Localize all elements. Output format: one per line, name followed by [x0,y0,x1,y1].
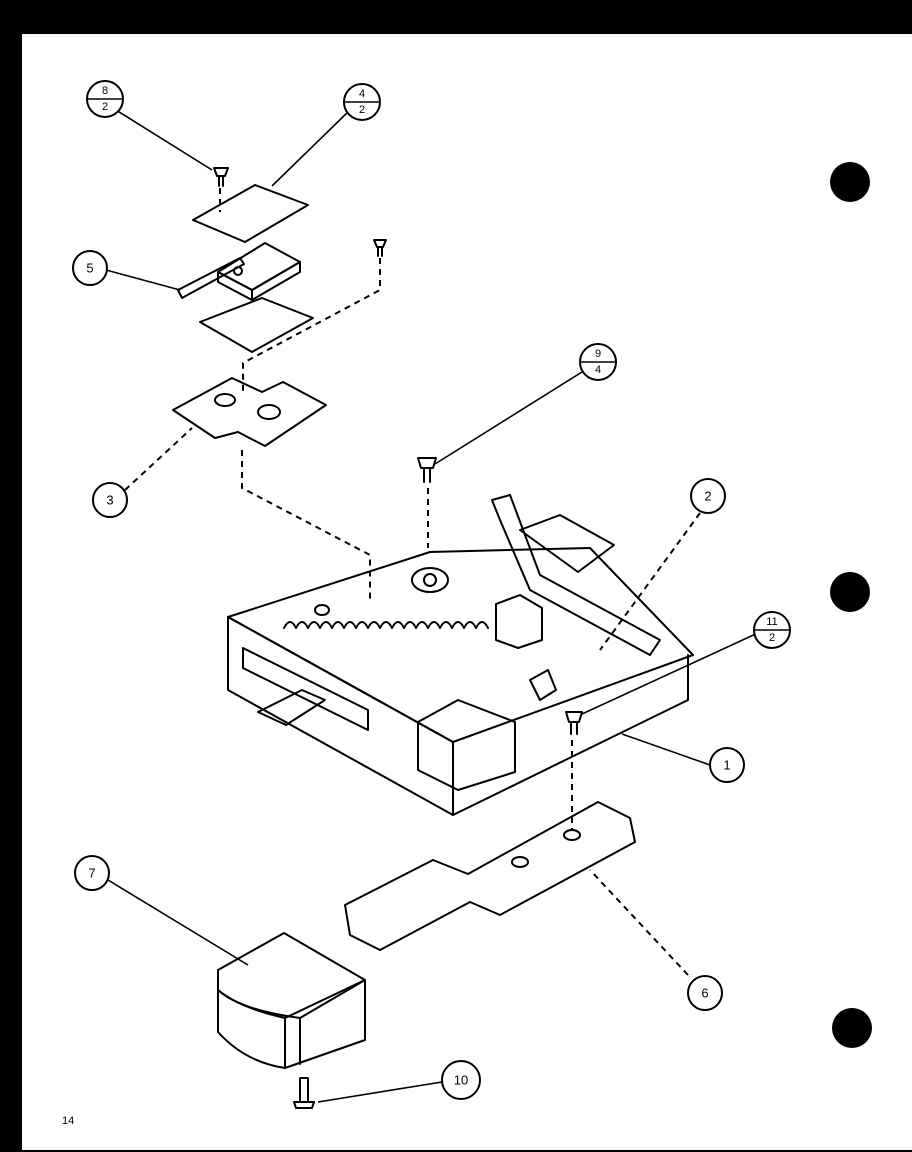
assembly-line-switch [242,258,381,392]
callout-3-label: 3 [106,493,113,508]
housing-slot [242,647,369,731]
screw-bottom [293,1077,315,1109]
paper [22,34,912,1150]
leader-7 [107,879,249,966]
bracket-hole-left [214,393,236,407]
leader-6-dash [589,869,689,976]
housing-well [417,699,516,791]
callout-11-bottom: 2 [769,632,775,644]
callout-4-top: 4 [359,88,365,100]
housing-bottom-edge [452,699,689,816]
callout-1-circle [709,747,745,783]
cover-plate [192,184,309,243]
leader-10 [317,1081,443,1103]
callout-9-bottom: 4 [595,364,601,376]
callout-5-circle [72,250,108,286]
bottom-plate-hole-1 [511,856,529,868]
page-number: 14 [62,1115,74,1127]
binder-hole-top [830,162,870,202]
insulator-plate [199,297,314,353]
leader-4 [271,109,351,187]
leader-8 [115,109,213,171]
callout-8-bottom: 2 [102,101,108,113]
switch-screw-hole [233,266,243,276]
spring [283,621,489,629]
callout-3-circle [92,482,128,518]
leader-1 [621,733,711,766]
housing-boss [411,567,449,593]
screw-top-left [213,167,229,187]
end-cap-side [284,979,366,1069]
lever-arm [491,494,661,656]
callout-4-bottom: 2 [359,104,365,116]
callout-1-label: 1 [723,758,730,773]
latch-tab [529,669,557,701]
lever-plate [519,514,615,573]
switch-bracket [177,257,245,299]
housing-tab [257,689,326,726]
leader-11 [581,631,761,715]
leader-3-dash [124,427,193,491]
callout-2-label: 2 [704,489,711,504]
assembly-line-bracket [241,450,371,600]
binder-hole-middle [830,572,870,612]
bracket-hole-right [257,404,281,420]
callout-11-top: 11 [766,616,777,628]
spring-block [495,594,543,649]
leader-9 [434,371,583,465]
screw-housing [417,457,437,483]
callout-5-label: 5 [86,261,93,276]
screw-housing-right [565,711,583,735]
bottom-plate [344,801,636,951]
callout-7-label: 7 [88,866,95,881]
screw-top-right [373,239,387,257]
housing-boss-hole [423,573,437,587]
housing-small-hole [314,604,330,616]
callout-10-circle [441,1060,481,1100]
housing-front-rim [227,547,694,743]
switch-mount-bracket [172,377,327,447]
callout-2-circle [690,478,726,514]
switch-body-side [251,261,301,301]
callout-9-top: 9 [595,348,601,360]
callout-6-label: 6 [701,986,708,1001]
leader-5 [105,269,181,291]
callout-8-top: 8 [102,85,108,97]
callout-7-circle [74,855,110,891]
callout-6-circle [687,975,723,1011]
callout-10-label: 10 [454,1073,468,1088]
binder-hole-bottom [832,1008,872,1048]
